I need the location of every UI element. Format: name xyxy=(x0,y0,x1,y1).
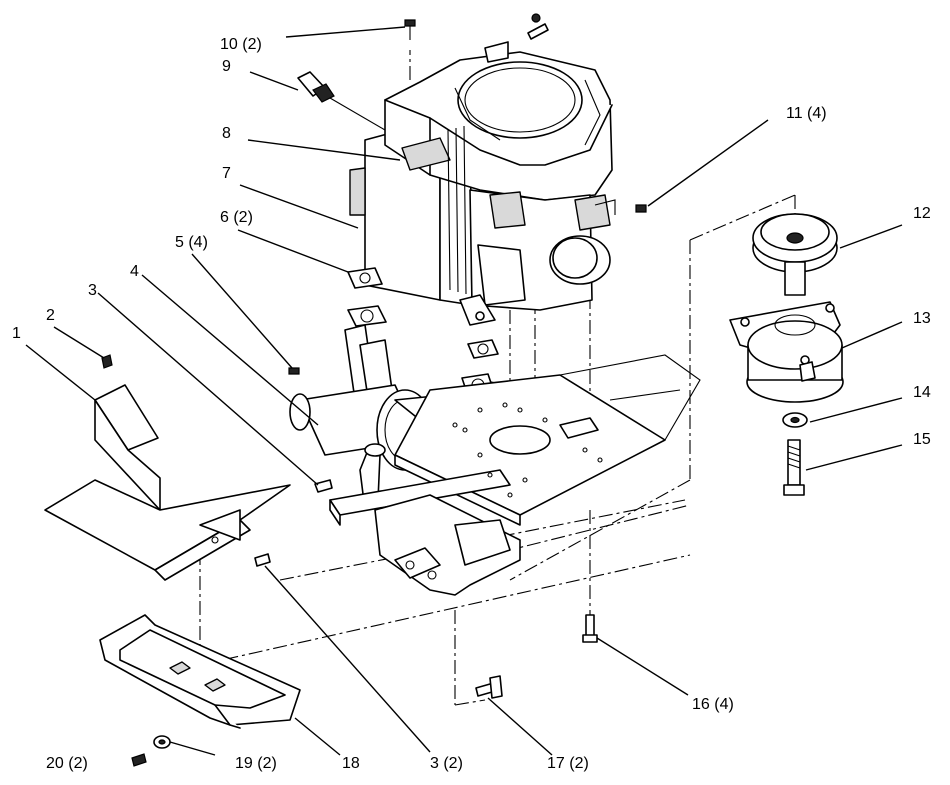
callout-label-4: 4 xyxy=(130,263,139,280)
top-fittings xyxy=(404,13,549,40)
callout-label-13: 13 xyxy=(913,310,931,327)
callout-label-14: 14 xyxy=(913,384,931,401)
callout-label-17: 17 (2) xyxy=(547,755,589,772)
callout-label-18: 18 xyxy=(342,755,360,772)
engine xyxy=(349,41,616,326)
bumper-part-18 xyxy=(99,614,301,729)
callout-label-11: 11 (4) xyxy=(786,105,827,122)
callout-label-9: 9 xyxy=(222,58,231,75)
pulley-part-12 xyxy=(752,213,838,296)
clutch-part-13 xyxy=(729,301,844,403)
callout-label-19: 19 (2) xyxy=(235,755,277,772)
callout-label-15: 15 xyxy=(913,431,931,448)
sensor-part-9 xyxy=(297,71,386,131)
callout-label-3b: 3 (2) xyxy=(430,755,463,772)
leader-lines xyxy=(25,26,903,756)
bolt-part-15 xyxy=(783,439,805,496)
callout-label-16: 16 (4) xyxy=(692,696,734,713)
hardware xyxy=(131,204,647,767)
callout-label-8: 8 xyxy=(222,125,231,142)
frame-holes xyxy=(452,402,603,498)
callout-label-1: 1 xyxy=(12,325,21,342)
callout-label-6: 6 (2) xyxy=(220,209,253,226)
washer-part-14 xyxy=(782,412,808,428)
shield-part-1 xyxy=(44,354,291,581)
callout-label-3: 3 xyxy=(88,282,97,299)
callout-label-12: 12 xyxy=(913,205,931,222)
callout-labels: 1 2 3 4 5 (4) 6 (2) 7 8 9 10 (2) 11 (4) … xyxy=(12,36,931,772)
frame xyxy=(329,354,701,596)
callout-label-7: 7 xyxy=(222,165,231,182)
callout-label-20: 20 (2) xyxy=(46,755,88,772)
callout-label-5: 5 (4) xyxy=(175,234,208,251)
callout-label-10: 10 (2) xyxy=(220,36,262,53)
callout-label-2: 2 xyxy=(46,307,55,324)
